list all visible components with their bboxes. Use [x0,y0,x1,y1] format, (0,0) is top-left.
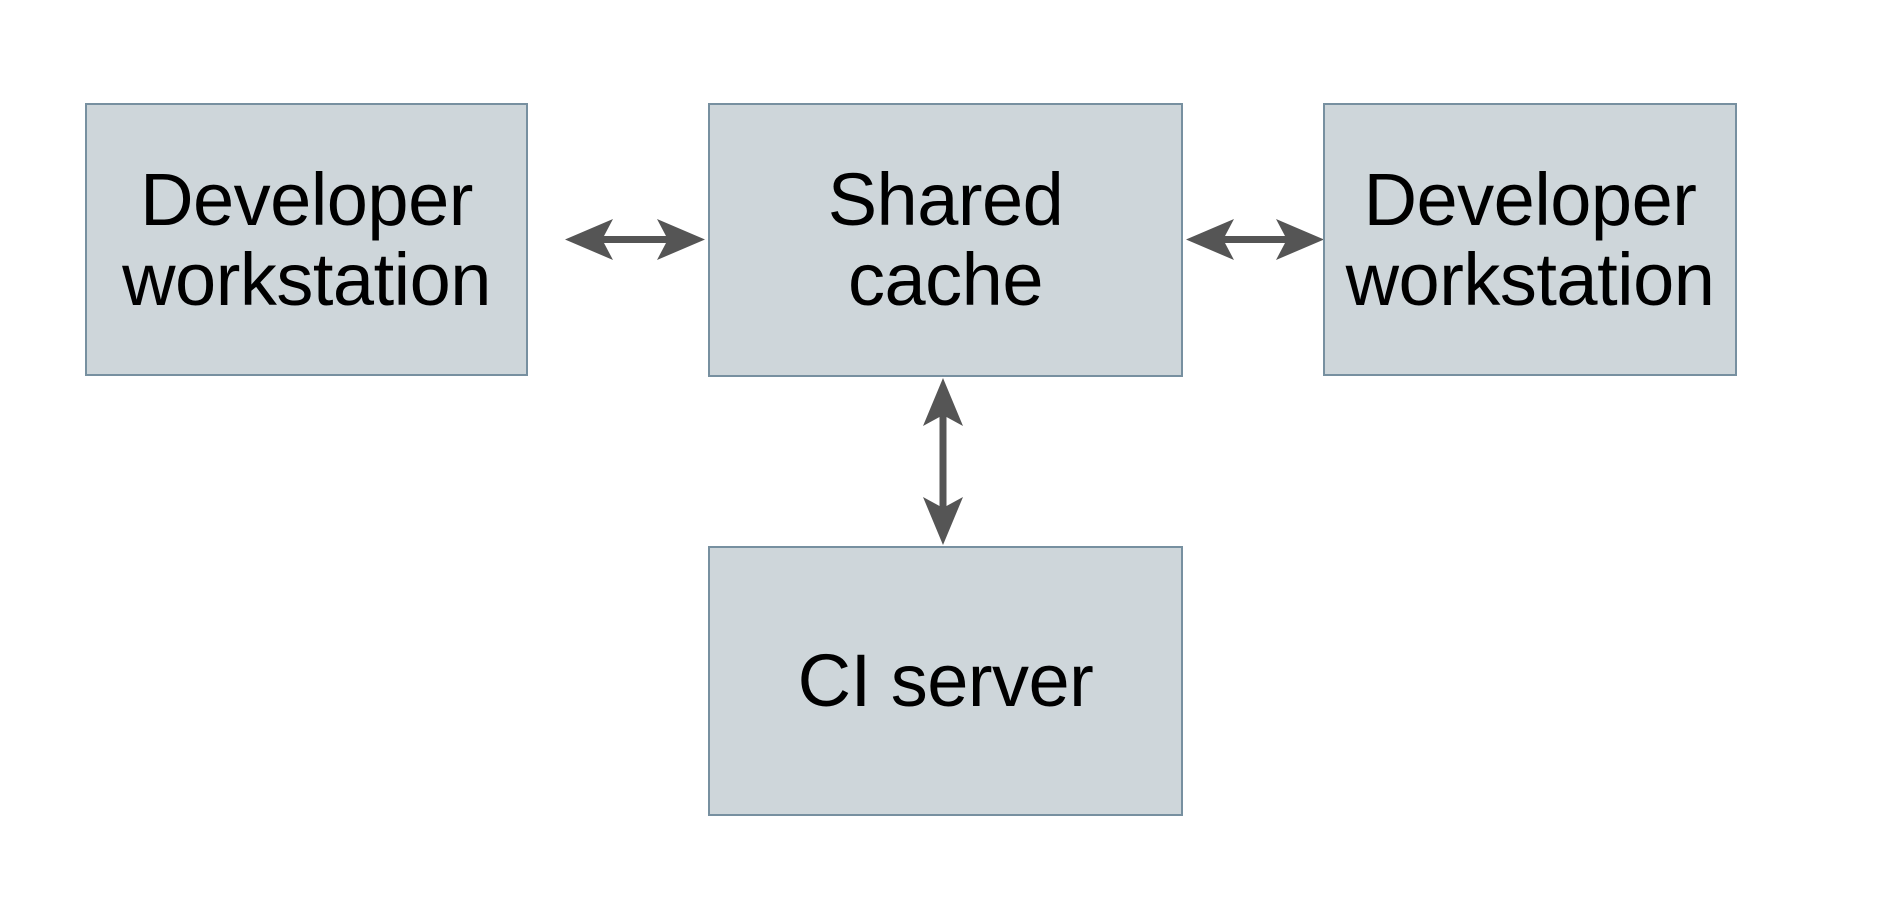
connector-cache-to-dev-right[interactable] [1186,219,1324,260]
node-label: Shared cache [827,158,1064,321]
node-shared-cache[interactable]: Shared cache [708,103,1183,377]
node-developer-workstation-right[interactable]: Developer workstation [1323,103,1737,376]
connector-ci-to-cache[interactable] [923,378,963,545]
connector-dev-left-to-cache[interactable] [565,219,705,260]
node-label: CI server [797,639,1094,723]
node-ci-server[interactable]: CI server [708,546,1183,816]
node-label: Developer workstation [122,157,491,321]
node-label: Developer workstation [1345,157,1715,321]
node-developer-workstation-left[interactable]: Developer workstation [85,103,528,376]
